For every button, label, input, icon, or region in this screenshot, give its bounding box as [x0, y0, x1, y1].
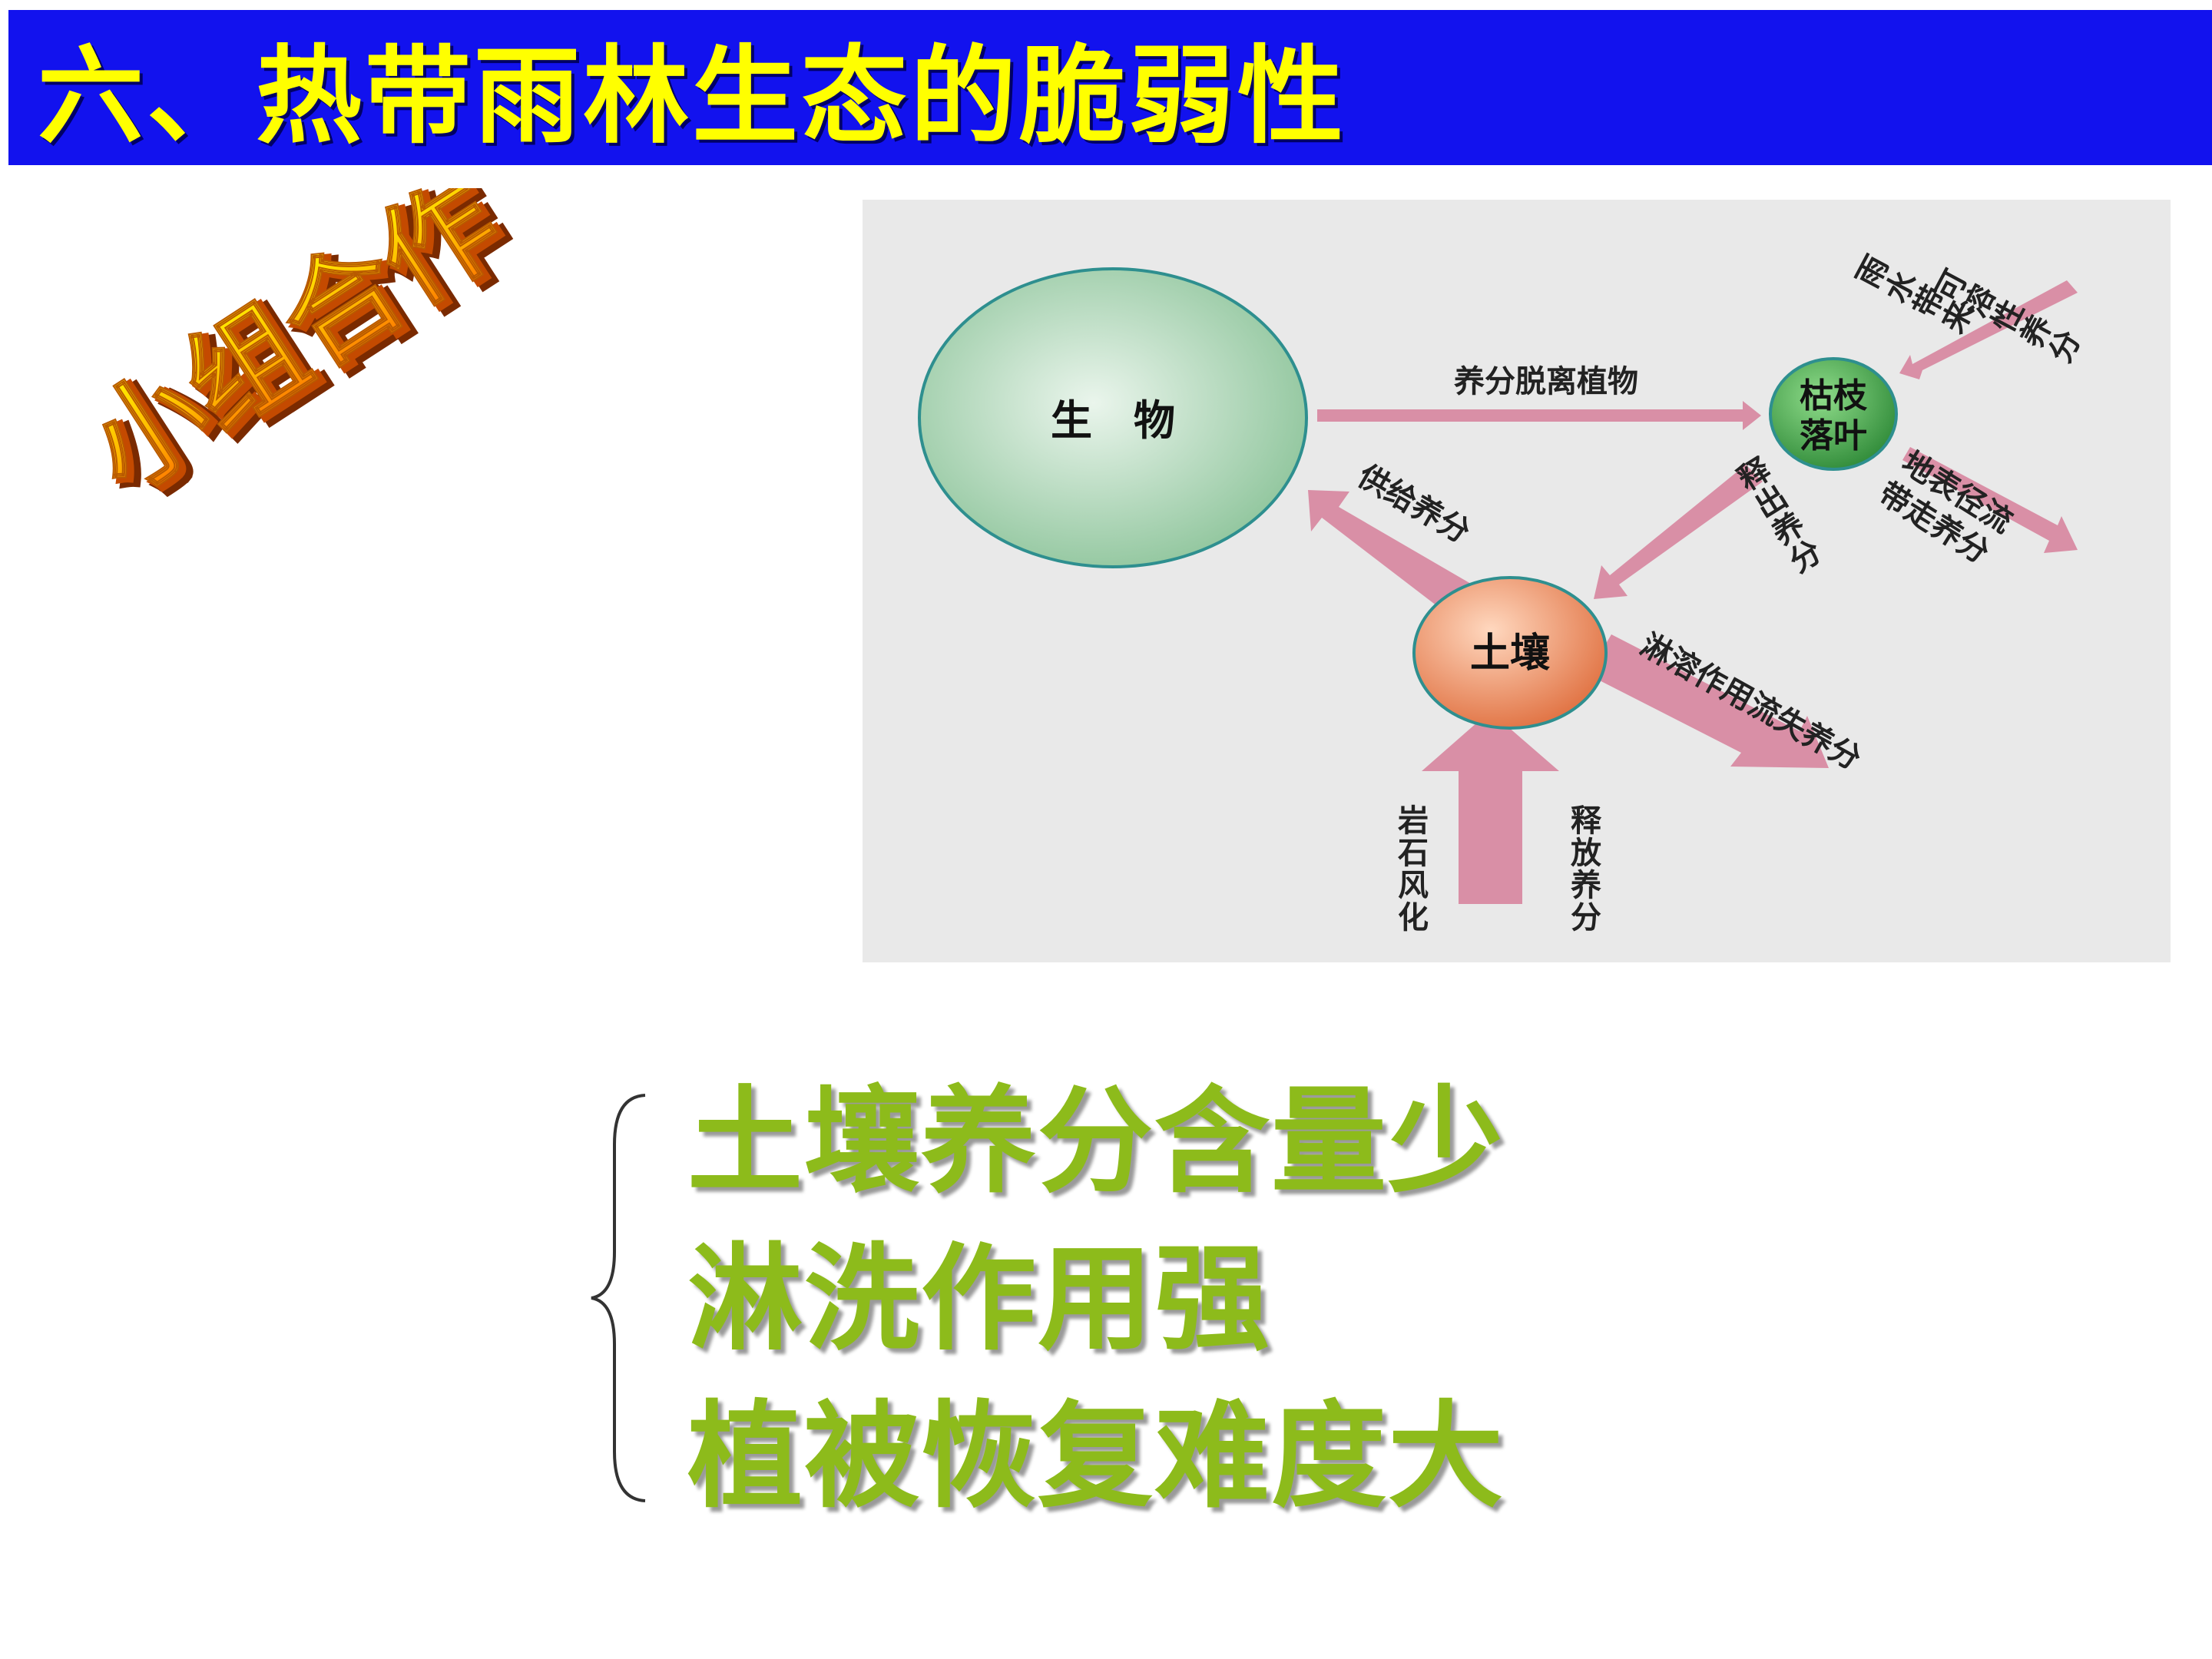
- svg-text:放: 放: [1571, 835, 1601, 871]
- label-release-nutrients-rock: 释 放 养 分: [1571, 803, 1602, 935]
- litter-label-line1: 枯枝: [1800, 376, 1868, 416]
- curly-brace: [591, 1094, 646, 1502]
- arrow-litter-to-soil: [1594, 465, 1763, 599]
- svg-text:化: 化: [1398, 899, 1429, 935]
- svg-text:养: 养: [1571, 867, 1601, 903]
- litter-node: [1769, 357, 1898, 471]
- arrow-organisms-to-litter: [1317, 401, 1761, 430]
- arrow-rain-to-litter: [1899, 280, 2078, 379]
- conclusion-soil-nutrients: 土壤养分含量少: [687, 1075, 1505, 1209]
- soil-node: [1412, 576, 1608, 730]
- conclusion-vegetation-recovery: 植被恢复难度大: [687, 1390, 1505, 1524]
- label-rock-weathering: 岩 石 风 化: [1398, 803, 1429, 935]
- label-release-nutrients-litter: 释 出 养 分: [1732, 451, 1829, 580]
- label-surface-runoff: 地表径流 带走养分: [1873, 445, 2019, 571]
- organisms-label: 生 物: [1051, 396, 1175, 445]
- nutrient-cycle-diagram: 生 物 枯枝 落叶 土壤 养分脱离植物 供给养分 释 出 养 分 雨 水 带 来…: [863, 200, 2171, 962]
- svg-text:释: 释: [1571, 803, 1602, 839]
- title-bar: 六、热带雨林生态的脆弱性: [8, 10, 2212, 165]
- word-art-text: 小组合作: [69, 188, 525, 518]
- litter-label-line2: 落叶: [1800, 416, 1867, 455]
- svg-text:石: 石: [1398, 835, 1429, 871]
- soil-label: 土壤: [1470, 630, 1550, 677]
- organisms-node: [918, 267, 1308, 568]
- slide-title: 六、热带雨林生态的脆弱性: [38, 35, 1347, 158]
- conclusion-strong-leaching: 淋洗作用强: [687, 1233, 1272, 1366]
- arrow-rock-to-soil: [1422, 711, 1559, 904]
- arrow-soil-to-organisms: [1308, 490, 1471, 616]
- label-nutrients-leave-plants: 养分脱离植物: [1454, 363, 1638, 399]
- conclusion-list: 土壤养分含量少 淋洗作用强 植被恢复难度大: [687, 1064, 1505, 1536]
- word-art-group-work: 小组合作 小组合作 小组合作: [69, 188, 539, 526]
- arrow-litter-runoff: [1902, 447, 2078, 553]
- svg-text:风: 风: [1398, 867, 1429, 903]
- svg-text:岩: 岩: [1398, 803, 1429, 839]
- svg-text:分: 分: [1571, 899, 1601, 935]
- arrow-soil-leaching: [1588, 634, 1829, 768]
